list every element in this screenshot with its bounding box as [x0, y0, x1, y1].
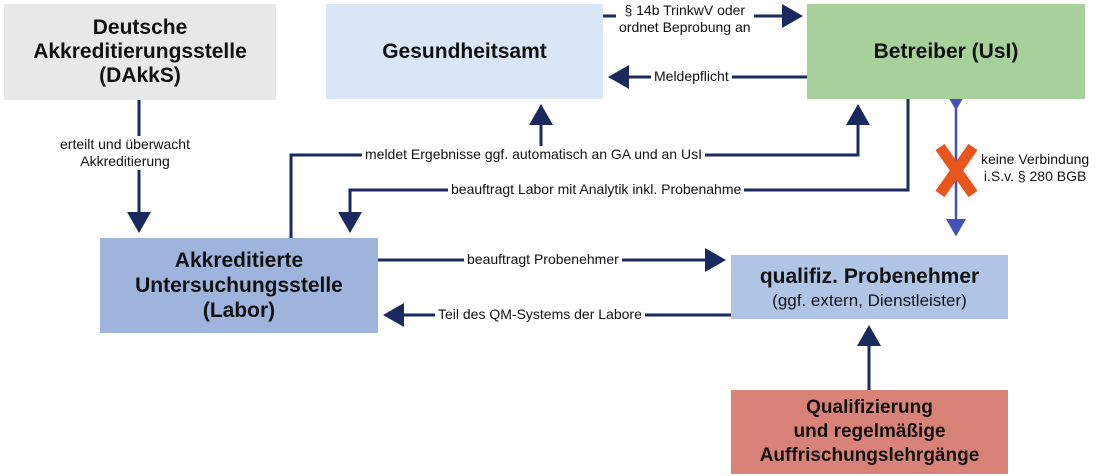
dakks-line-3: (DAkkS) [99, 64, 181, 87]
labor-line-3: (Labor) [202, 299, 276, 322]
labor-line-2: Untersuchungsstelle [135, 274, 343, 297]
dakks-box: Deutsche Akkreditierungsstelle (DAkkS) [4, 4, 276, 100]
label-akkreditierung-line-1: erteilt und überwacht [60, 136, 190, 152]
arrow-betreiber-to-labor [338, 99, 910, 233]
label-beauftragt-probenehmer: beauftragt Probenehmer [464, 251, 622, 268]
arrow-labor-to-ga [289, 104, 553, 238]
label-trinkwv: § 14b TrinkwV oder ordnet Beprobung an [616, 2, 754, 36]
labor-box: Akkreditierte Untersuchungsstelle (Labor… [100, 238, 378, 333]
label-meldet-ergebnisse: meldet Ergebnisse ggf. automatisch an GA… [362, 146, 705, 163]
betreiber-box: Betreiber (UsI) [807, 4, 1085, 99]
qualifizierung-line-3: Auffrischungslehrgänge [759, 445, 980, 466]
label-trinkwv-line-2: ordnet Beprobung an [619, 19, 751, 35]
x-mark-icon [935, 143, 978, 198]
label-meldepflicht: Meldepflicht [651, 68, 732, 85]
label-qm-system: Teil des QM-Systems der Labore [435, 306, 645, 323]
qualifizierung-line-1: Qualifizierung [806, 397, 933, 418]
label-trinkwv-line-1: § 14b TrinkwV oder [624, 2, 746, 18]
labor-line-1: Akkreditierte [174, 249, 304, 272]
probenehmer-box: qualifiz. Probenehmer (ggf. extern, Dien… [731, 255, 1008, 319]
qualifizierung-line-2: und regelmäßige [793, 421, 946, 442]
qualifizierung-box: Qualifizierung und regelmäßige Auffrisch… [731, 390, 1008, 474]
label-beauftragt-labor: beauftragt Labor mit Analytik inkl. Prob… [448, 181, 745, 198]
label-akkreditierung: erteilt und überwacht Akkreditierung [57, 136, 193, 170]
probenehmer-title: qualifiz. Probenehmer [759, 264, 980, 288]
label-keine-verbindung: keine Verbindung i.S.v. § 280 BGB [978, 151, 1093, 185]
label-keine-verbindung-line-2: i.S.v. § 280 BGB [983, 168, 1087, 184]
gesundheitsamt-box: Gesundheitsamt [326, 4, 603, 99]
label-akkreditierung-line-2: Akkreditierung [80, 153, 170, 169]
label-keine-verbindung-line-1: keine Verbindung [981, 151, 1090, 167]
gesundheitsamt-label: Gesundheitsamt [382, 39, 547, 63]
betreiber-label: Betreiber (UsI) [873, 39, 1019, 63]
dakks-line-1: Deutsche [92, 16, 188, 39]
dakks-line-2: Akkreditierungsstelle [33, 40, 247, 63]
probenehmer-subtitle: (ggf. extern, Dienstleister) [772, 290, 967, 310]
